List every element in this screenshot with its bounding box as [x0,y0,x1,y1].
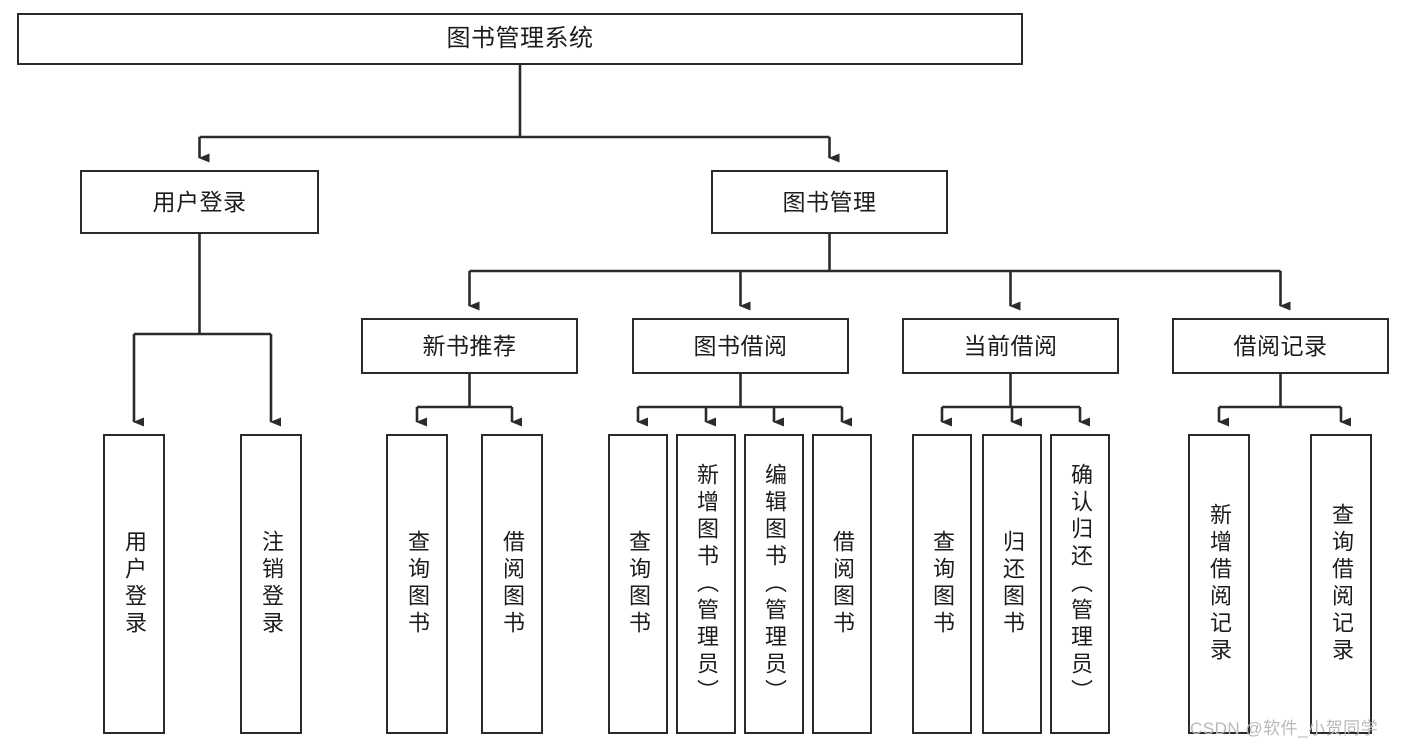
node-label: 借阅图书 [500,530,525,638]
node-box-leaf-4[interactable]: 查询图书 [608,434,668,734]
node-label: 借阅图书 [830,530,855,638]
node-box-level1-0[interactable]: 用户登录 [80,170,319,234]
node-box-leaf-10[interactable]: 确认归还（管理员） [1050,434,1110,734]
node-box-leaf-6[interactable]: 编辑图书（管理员） [744,434,804,734]
node-label: 用户登录 [152,188,247,215]
node-box-level2-2[interactable]: 当前借阅 [902,318,1119,374]
node-label: 编辑图书（管理员） [762,462,787,706]
node-label: 当前借阅 [963,332,1058,359]
node-box-leaf-7[interactable]: 借阅图书 [812,434,872,734]
node-label: 归还图书 [1000,530,1025,638]
node-box-leaf-12[interactable]: 查询借阅记录 [1310,434,1372,734]
node-label: 查询图书 [405,530,430,638]
node-label: 查询图书 [626,530,651,638]
node-label: 确认归还（管理员） [1068,462,1093,706]
node-box-level2-1[interactable]: 图书借阅 [632,318,849,374]
node-label: 新增图书（管理员） [694,462,719,706]
node-box-leaf-0[interactable]: 用户登录 [103,434,165,734]
node-label: 图书管理 [782,188,877,215]
node-label: 借阅记录 [1233,332,1328,359]
node-box-leaf-3[interactable]: 借阅图书 [481,434,543,734]
node-box-leaf-5[interactable]: 新增图书（管理员） [676,434,736,734]
node-label: 图书管理系统 [446,25,594,53]
node-box-leaf-1[interactable]: 注销登录 [240,434,302,734]
node-label: 图书借阅 [693,332,788,359]
node-box-title[interactable]: 图书管理系统 [17,13,1023,65]
node-label: 查询图书 [930,530,955,638]
node-box-leaf-11[interactable]: 新增借阅记录 [1188,434,1250,734]
node-box-leaf-8[interactable]: 查询图书 [912,434,972,734]
node-box-level1-1[interactable]: 图书管理 [711,170,948,234]
edge-group [132,65,1351,427]
node-box-leaf-9[interactable]: 归还图书 [982,434,1042,734]
node-box-level2-0[interactable]: 新书推荐 [361,318,578,374]
node-box-leaf-2[interactable]: 查询图书 [386,434,448,734]
node-label: 查询借阅记录 [1329,503,1354,665]
node-box-level2-3[interactable]: 借阅记录 [1172,318,1389,374]
node-label: 用户登录 [122,530,147,638]
node-label: 新增借阅记录 [1207,503,1232,665]
node-label: 注销登录 [259,530,284,638]
node-label: 新书推荐 [422,332,517,359]
